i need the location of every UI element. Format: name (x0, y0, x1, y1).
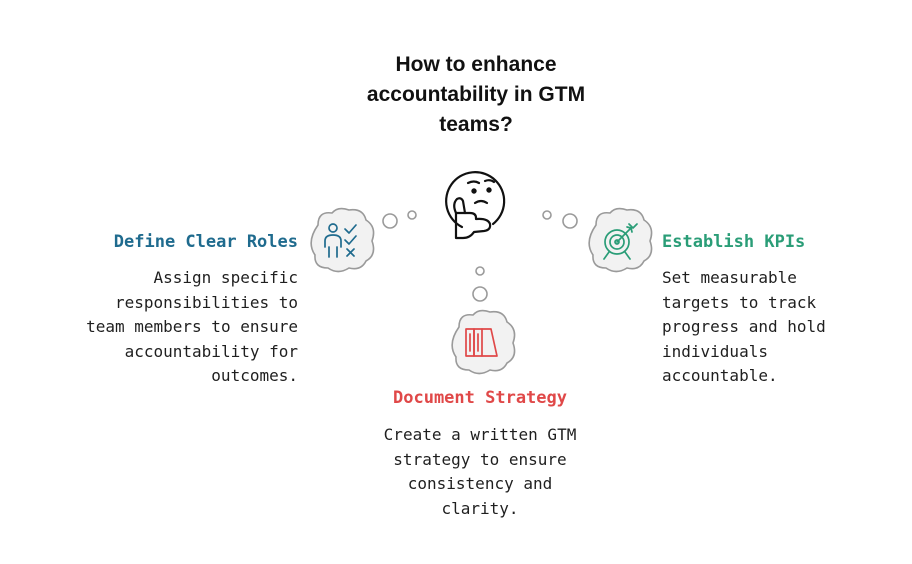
text-line: Set measurable (662, 268, 797, 287)
person-checklist-icon (324, 223, 357, 258)
document-pages-icon (465, 328, 498, 357)
title-line: How to enhance (395, 53, 557, 76)
text-line: strategy to ensure (393, 449, 567, 469)
roles-heading: Define Clear Roles (113, 232, 298, 252)
text-line: outcomes. (211, 366, 298, 385)
text-line: clarity. (441, 498, 519, 518)
text-line: individuals (662, 341, 768, 361)
roles-description: Assign specific responsibilities to team… (8, 266, 298, 389)
roles-cloud (310, 207, 375, 273)
text-line: responsibilities to (114, 292, 298, 312)
kpis-cloud (588, 207, 653, 273)
target-arrow-icon (603, 223, 638, 260)
strategy-cloud (451, 309, 516, 375)
text-line: Create a written GTM (383, 425, 577, 444)
kpis-heading: Establish KPIs (662, 232, 806, 252)
title-line: teams? (439, 113, 513, 136)
text-line: targets to track (662, 292, 817, 312)
kpis-description: Set measurable targets to track progress… (662, 266, 902, 389)
text-line: accountability for (124, 341, 298, 361)
text-line: Assign specific (153, 268, 299, 287)
title-line: accountability in GTM (366, 83, 586, 106)
text-line: accountable. (662, 366, 778, 385)
thinking-face-icon (445, 171, 506, 240)
strategy-heading: Document Strategy (393, 388, 567, 408)
text-line: progress and hold (662, 317, 826, 336)
diagram-title: How to enhance accountability in GTM tea… (326, 50, 626, 140)
text-line: consistency and (407, 474, 553, 493)
thought-bubble-dots (382, 210, 578, 302)
strategy-description: Create a written GTM strategy to ensure … (330, 423, 630, 521)
text-line: team members to ensure (86, 317, 298, 336)
